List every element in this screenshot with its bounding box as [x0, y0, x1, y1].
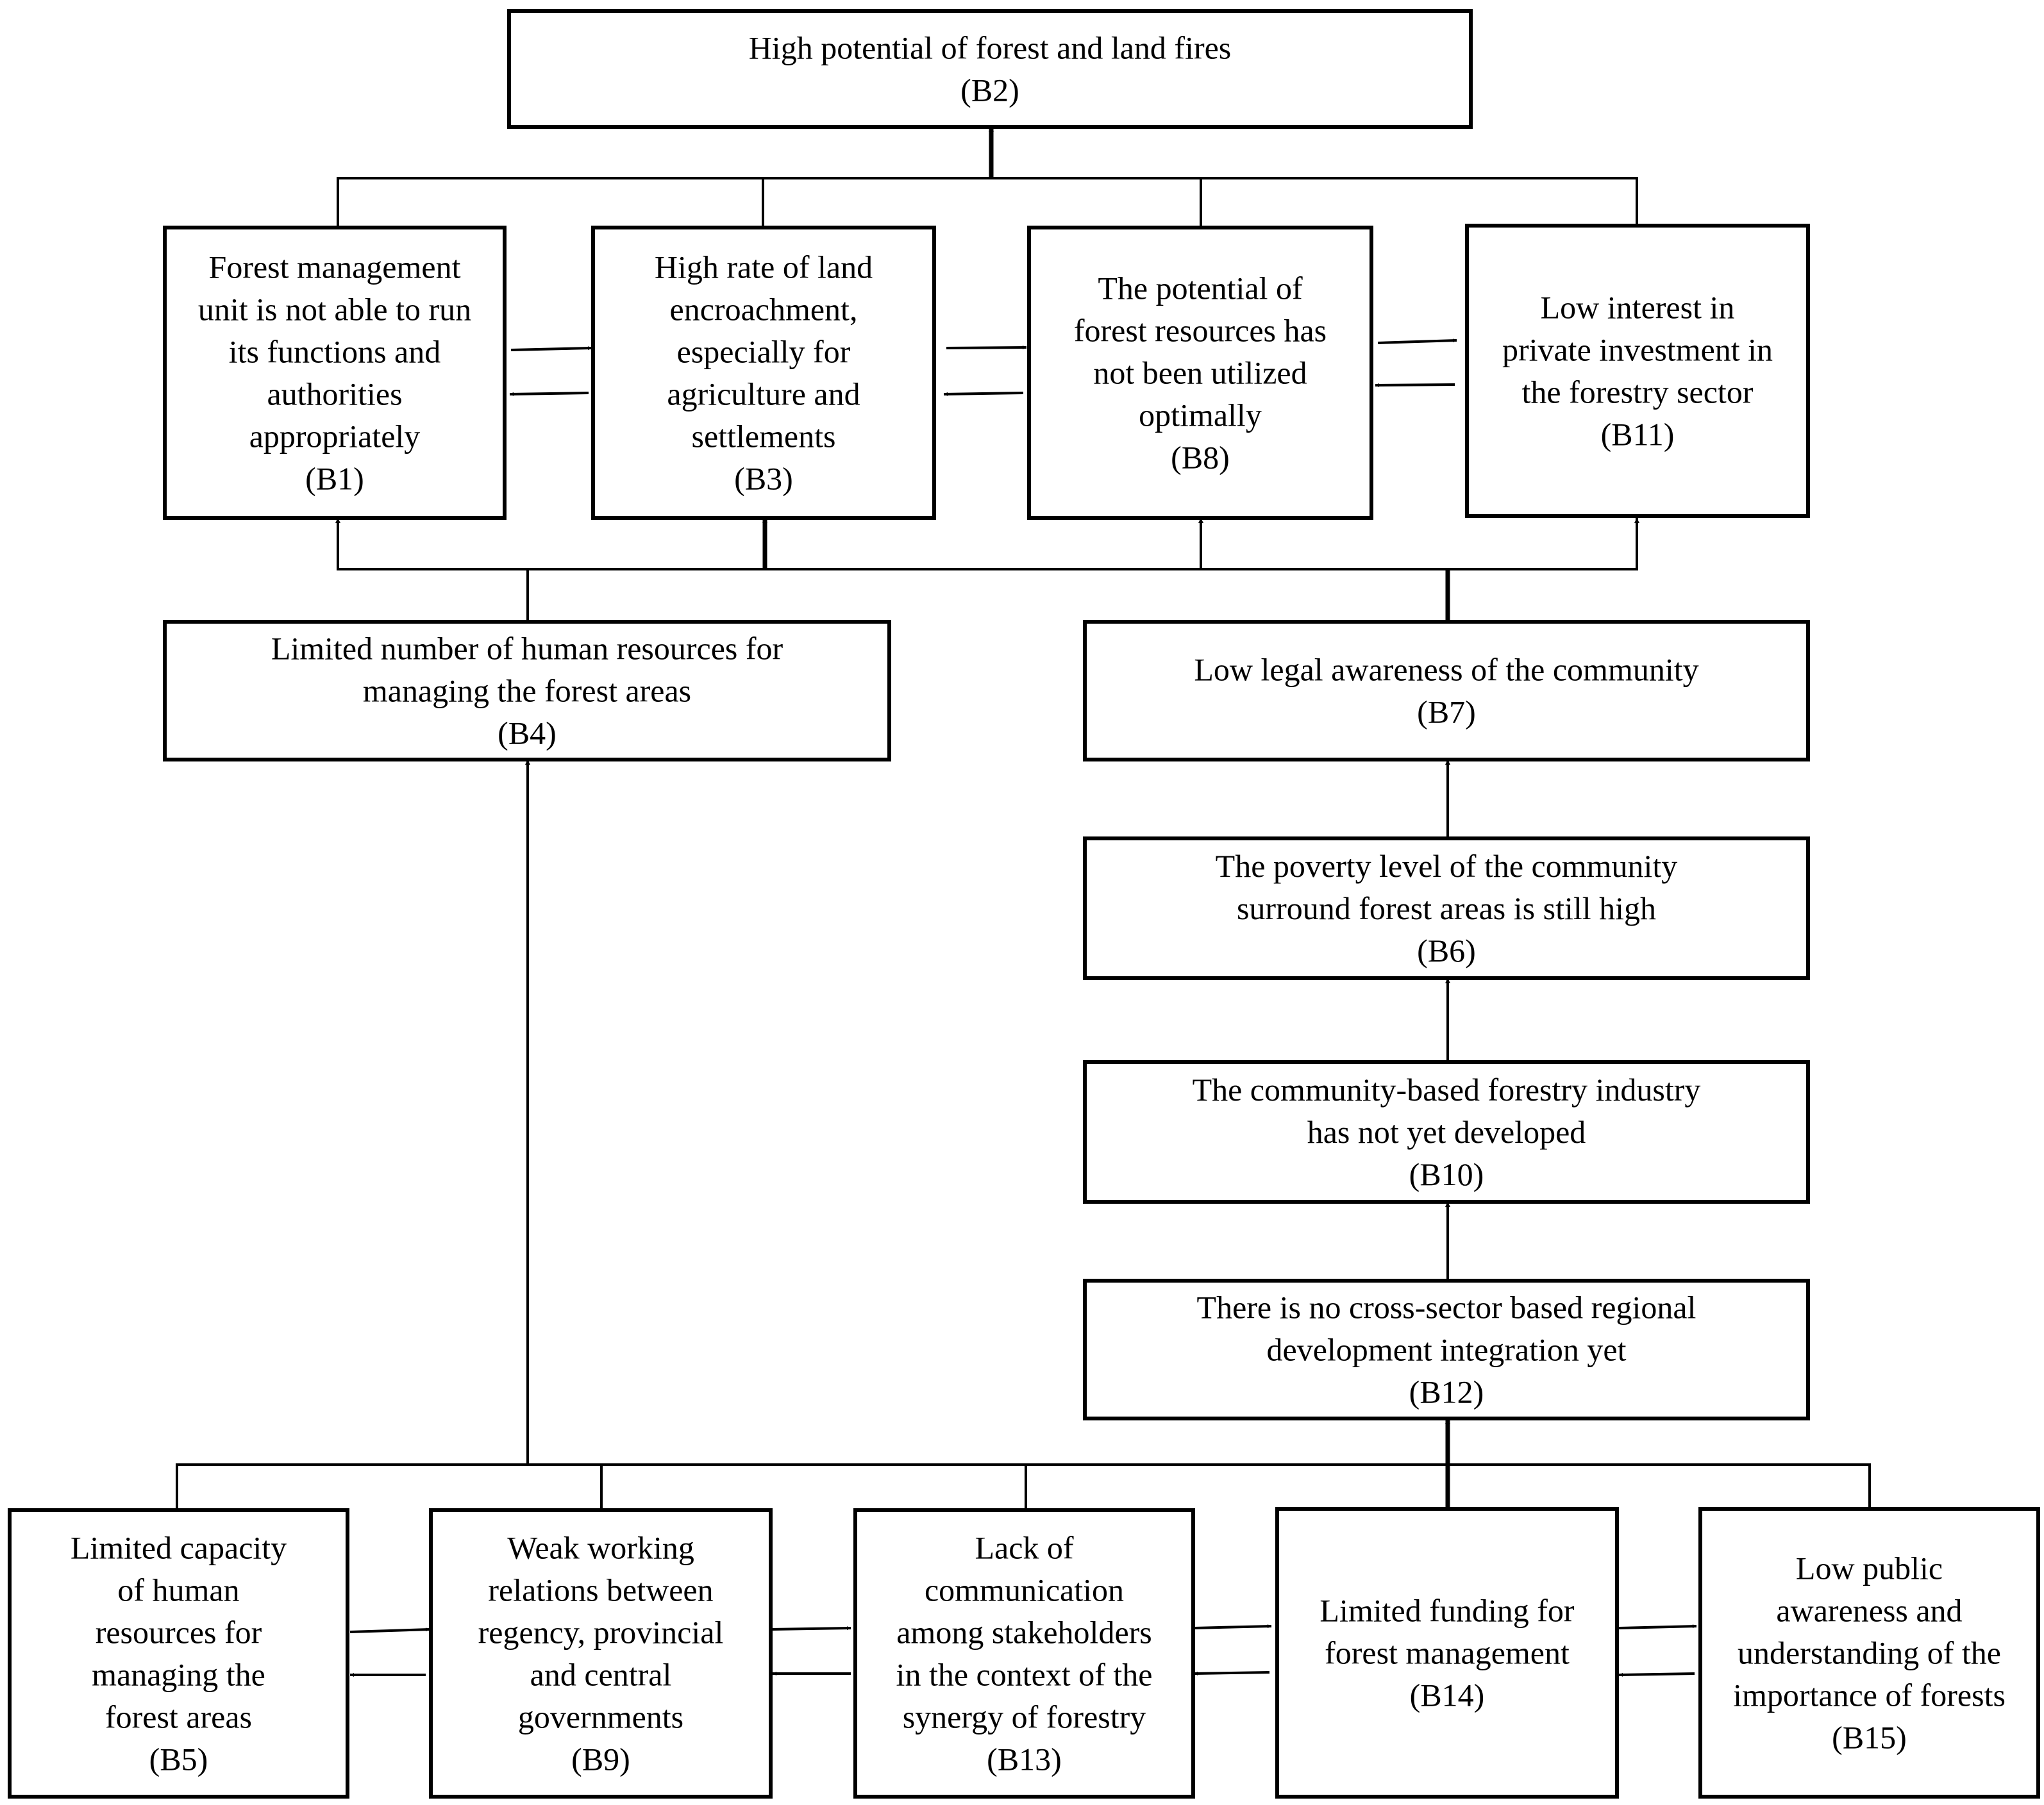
node-b12-line: (B12): [1409, 1374, 1484, 1410]
node-b11-line: Low interest in: [1541, 290, 1735, 326]
node-b13-label: Lack of communication among stakeholders in…: [896, 1530, 1153, 1777]
node-b9-label: Weak working relations between regency, pr…: [478, 1530, 724, 1777]
node-b7-label: Low legal awareness of the community (B7): [1194, 652, 1698, 730]
node-b12-line: There is no cross-sector based regional: [1197, 1290, 1696, 1326]
node-b11-label: Low interest in private investment in the …: [1502, 290, 1773, 453]
node-b5-line: of human: [117, 1572, 239, 1608]
node-b13-line: Lack of: [975, 1530, 1073, 1566]
node-b13: Lack of communication among stakeholders in…: [853, 1508, 1195, 1799]
node-b14-label: Limited funding for forest management (B14…: [1319, 1593, 1574, 1713]
node-b5-line: (B5): [149, 1742, 208, 1777]
node-b10-line: (B10): [1409, 1156, 1484, 1192]
node-b2-label: High potential of forest and land fires (…: [749, 30, 1232, 108]
node-b5-line: resources for: [96, 1615, 262, 1651]
node-b6-line: surround forest areas is still high: [1237, 890, 1656, 926]
node-b10-line: has not yet developed: [1307, 1114, 1586, 1150]
node-b6-label: The poverty level of the community surrou…: [1216, 848, 1678, 969]
node-b5-line: managing the: [92, 1657, 265, 1693]
node-b15-line: (B15): [1832, 1720, 1907, 1756]
node-b6: The poverty level of the community surrou…: [1083, 836, 1810, 980]
connectors-to-b2: [337, 127, 1638, 228]
node-b15-line: understanding of the: [1738, 1635, 2001, 1671]
node-b8-line: forest resources has: [1074, 313, 1327, 349]
node-b1-line: appropriately: [249, 419, 421, 454]
bidirectional-arrows-bottom: [349, 1624, 1697, 1677]
node-b11-line: private investment in: [1502, 332, 1773, 368]
node-b2: High potential of forest and land fires (…: [507, 9, 1473, 129]
node-b2-line: (B2): [960, 72, 1019, 108]
node-b14: Limited funding for forest management (B14…: [1275, 1507, 1619, 1799]
node-b3-line: especially for: [677, 334, 851, 370]
node-b9-line: Weak working: [507, 1530, 694, 1566]
node-b12-line: development integration yet: [1267, 1332, 1627, 1368]
node-b1-line: its functions and: [229, 334, 441, 370]
node-b4-label: Limited number of human resources for man…: [271, 631, 783, 751]
node-b1-line: (B1): [305, 461, 364, 497]
node-b13-line: in the context of the: [896, 1657, 1153, 1693]
node-b4-line: managing the forest areas: [363, 673, 691, 709]
connectors-bottom-bus: [176, 760, 1871, 1510]
node-b3-line: agriculture and: [667, 376, 860, 412]
node-b9-line: relations between: [488, 1572, 713, 1608]
node-b5: Limited capacity of human resources for man…: [8, 1508, 349, 1799]
node-b1-line: authorities: [267, 376, 402, 412]
node-b13-line: among stakeholders: [896, 1615, 1152, 1651]
node-b9-line: and central: [530, 1657, 672, 1693]
node-b14-line: Limited funding for: [1319, 1593, 1574, 1629]
node-b4-line: (B4): [498, 715, 557, 751]
connectors-to-row2: [335, 518, 1639, 622]
node-b1-line: unit is not able to run: [198, 292, 471, 328]
node-b1-line: Forest management: [209, 249, 461, 285]
node-b10-label: The community-based forestry industry has…: [1193, 1072, 1701, 1192]
node-b10: The community-based forestry industry has…: [1083, 1060, 1810, 1204]
node-b9: Weak working relations between regency, pr…: [429, 1508, 773, 1799]
node-b3-line: settlements: [692, 419, 836, 454]
node-b8-line: optimally: [1139, 397, 1262, 433]
node-b3-line: High rate of land: [655, 249, 873, 285]
node-b1: Forest management unit is not able to run…: [163, 226, 507, 520]
node-b10-line: The community-based forestry industry: [1193, 1072, 1701, 1108]
node-b5-line: forest areas: [105, 1699, 252, 1735]
node-b8-line: The potential of: [1098, 270, 1303, 306]
node-b4-line: Limited number of human resources for: [271, 631, 783, 667]
node-b2-line: High potential of forest and land fires: [749, 30, 1232, 66]
node-b8-label: The potential of forest resources has not …: [1074, 270, 1327, 476]
node-b11: Low interest in private investment in the …: [1465, 224, 1810, 518]
node-b3: High rate of land encroachment, especially…: [591, 226, 936, 520]
node-b8-line: (B8): [1171, 440, 1230, 476]
node-b11-line: (B11): [1601, 417, 1675, 453]
node-b3-label: High rate of land encroachment, especially…: [655, 249, 873, 497]
node-b6-line: The poverty level of the community: [1216, 848, 1678, 884]
node-b14-line: forest management: [1325, 1635, 1570, 1671]
node-b5-line: Limited capacity: [71, 1530, 287, 1566]
node-b13-line: synergy of forestry: [903, 1699, 1146, 1735]
node-b14-line: (B14): [1410, 1677, 1485, 1713]
node-b9-line: governments: [518, 1699, 683, 1735]
node-b6-line: (B6): [1417, 933, 1476, 969]
node-b4: Limited number of human resources for man…: [163, 620, 891, 761]
node-b12: There is no cross-sector based regional d…: [1083, 1279, 1810, 1420]
node-b8-line: not been utilized: [1093, 355, 1307, 391]
node-b1-label: Forest management unit is not able to run…: [198, 249, 471, 497]
node-b15-line: importance of forests: [1733, 1677, 2006, 1713]
node-b15-label: Low public awareness and understanding of …: [1733, 1551, 2006, 1756]
node-b15: Low public awareness and understanding of …: [1698, 1507, 2040, 1799]
node-b9-line: regency, provincial: [478, 1615, 724, 1651]
node-b8: The potential of forest resources has not …: [1027, 226, 1373, 520]
node-b7: Low legal awareness of the community (B7): [1083, 620, 1810, 761]
node-b3-line: encroachment,: [670, 292, 858, 328]
node-b13-line: communication: [925, 1572, 1124, 1608]
node-b15-line: awareness and: [1776, 1593, 1962, 1629]
node-b7-line: (B7): [1417, 694, 1476, 730]
node-b15-line: Low public: [1796, 1551, 1943, 1586]
node-b5-label: Limited capacity of human resources for man…: [71, 1530, 287, 1777]
node-b11-line: the forestry sector: [1522, 374, 1754, 410]
bidirectional-arrows-row2: [509, 338, 1457, 396]
node-b13-line: (B13): [987, 1742, 1062, 1777]
node-b7-line: Low legal awareness of the community: [1194, 652, 1698, 688]
node-b3-line: (B3): [734, 461, 793, 497]
node-b9-line: (B9): [571, 1742, 630, 1777]
node-b12-label: There is no cross-sector based regional d…: [1197, 1290, 1696, 1410]
